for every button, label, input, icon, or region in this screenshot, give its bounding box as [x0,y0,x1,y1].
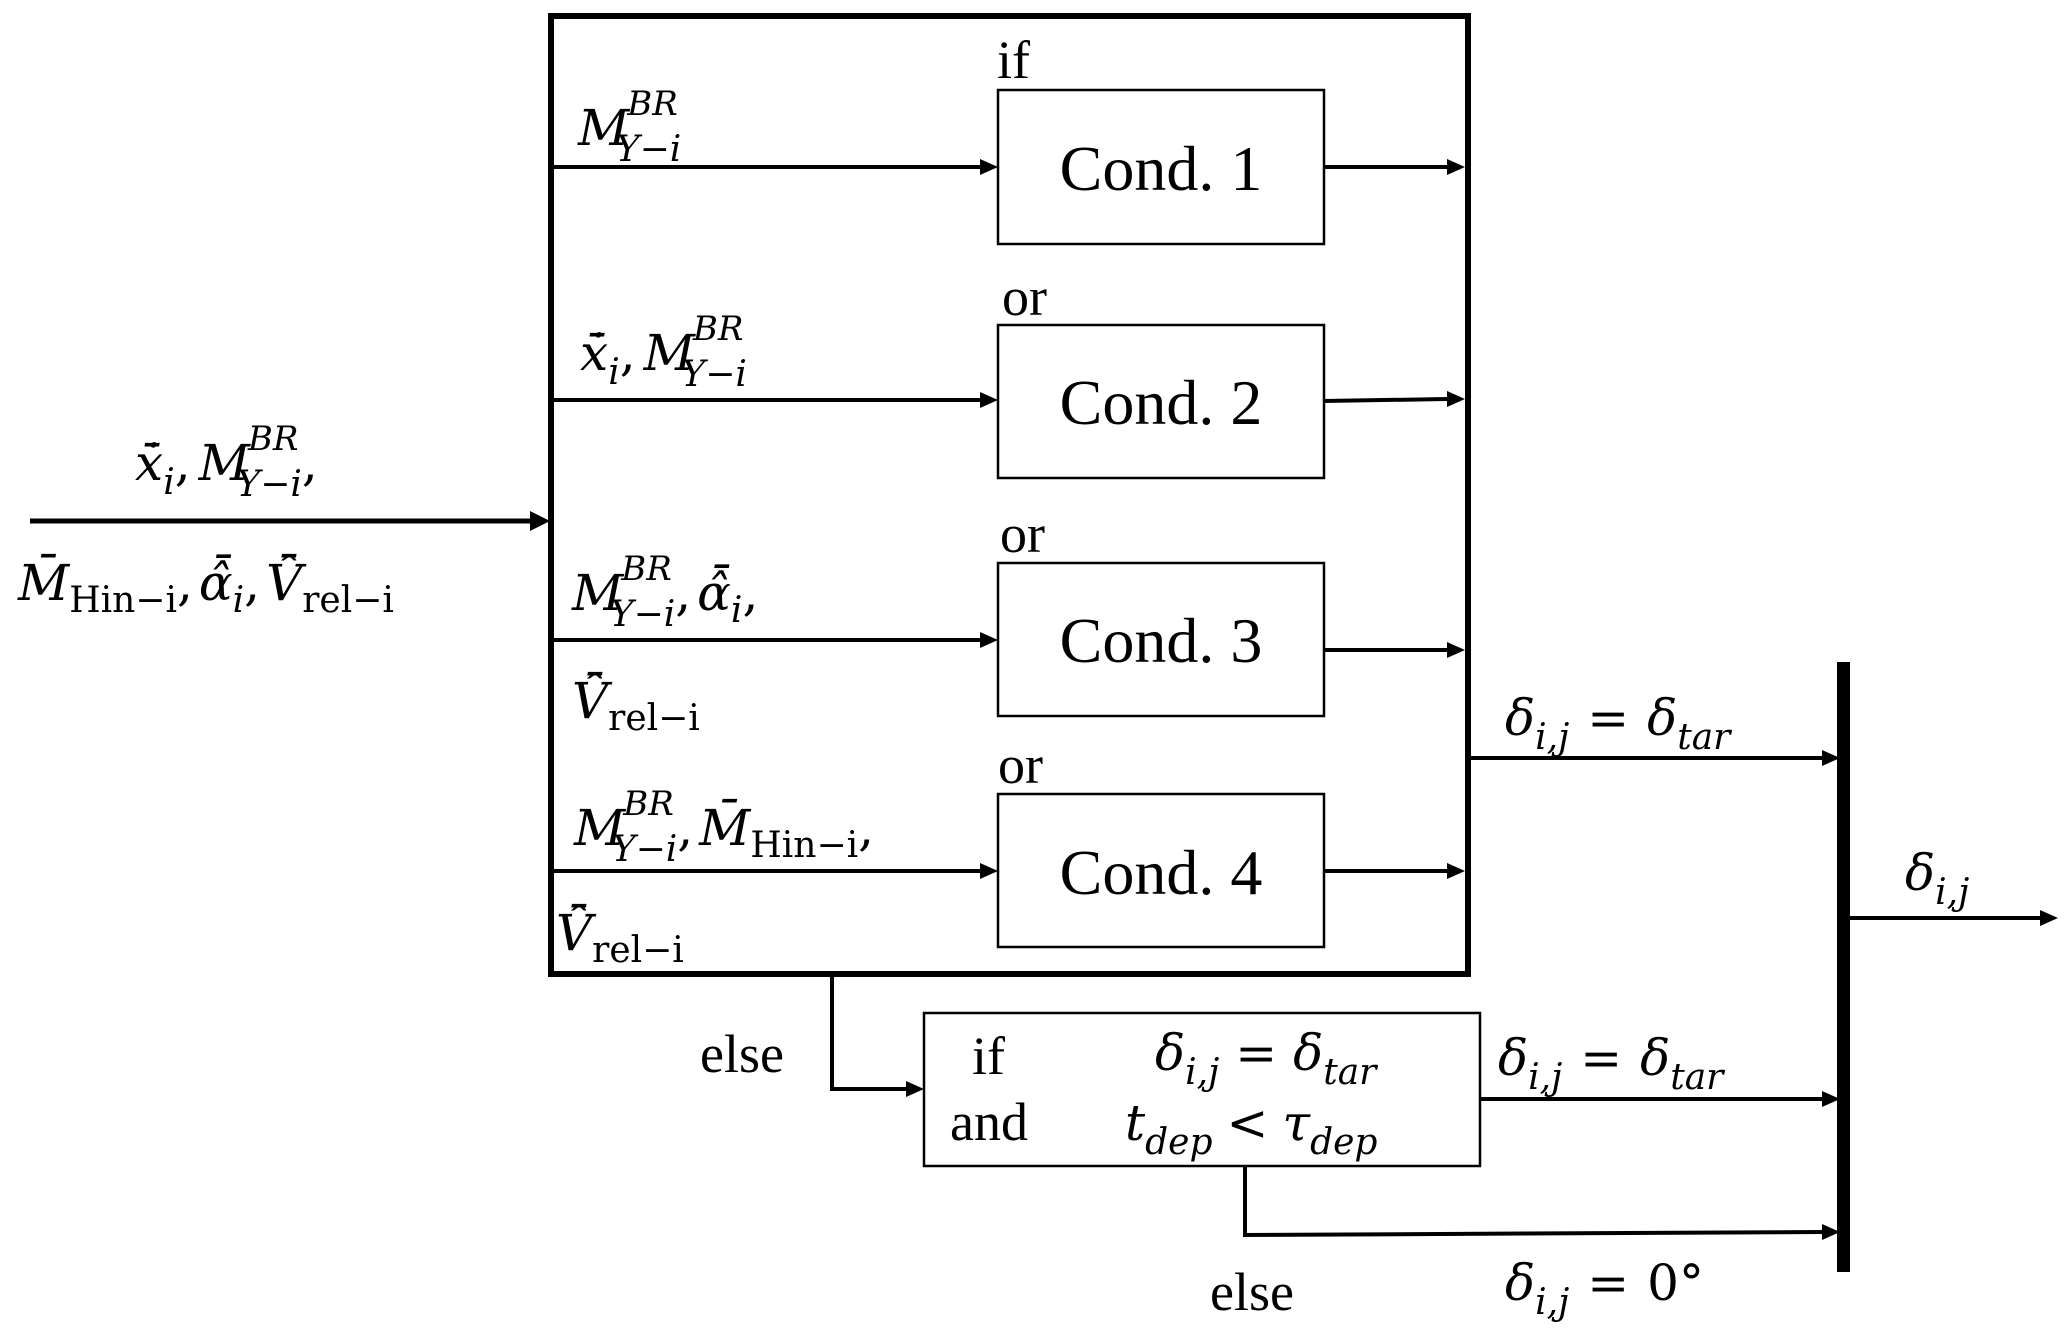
else-label-1: else [700,1024,784,1084]
else-branch-1: else [700,974,924,1097]
arrowhead [980,392,998,408]
fallback-cond-line1: δi,j=δtar [1155,1024,1378,1093]
arrowhead [906,1081,924,1097]
fallback-else-arrow: else δi,j=0° [1210,1166,1840,1323]
condition-1-label: Cond. 1 [1060,133,1263,204]
main-output-label: δi,j=δtar [1505,689,1732,758]
condition-4-label: Cond. 4 [1060,837,1263,908]
fallback-and: and [950,1092,1028,1152]
arrowhead [2040,910,2058,926]
fallback-condition-box[interactable] [922,1011,1482,1168]
arrowhead [1822,750,1840,766]
arrowhead [1447,159,1465,175]
condition-2-label: Cond. 2 [1060,367,1263,438]
main-output-arrow: δi,j=δtar [1468,689,1840,766]
condition-1-box[interactable] [996,88,1326,246]
svg-text:M̄Hin−i,α̂̄i,V̂̄rel−i: M̄Hin−i,α̂̄i,V̂̄rel−i [17,553,394,621]
merge-bar [1837,662,1850,1272]
fallback-false-label: δi,j=0° [1505,1254,1704,1323]
condition-3-inputs-line2: V̂̄rel−i [572,671,700,739]
arrowhead [1447,391,1465,407]
keyword-or: or [1002,267,1047,327]
arrowhead [980,863,998,879]
fallback-cond-line2: tdep<τdep [1125,1094,1377,1163]
condition-4-inputs-line2: V̂̄rel−i [556,903,684,971]
arrowhead [1822,1091,1840,1107]
arrowhead [1822,1224,1840,1240]
keyword-if: if [997,30,1030,90]
final-output-label: δi,j [1905,844,1969,913]
fallback-true-arrow: δi,j=δtar [1480,1029,1840,1107]
arrowhead [1447,863,1465,879]
input-arrow [30,511,550,531]
condition-4-box[interactable] [996,792,1326,949]
condition-3-box[interactable] [996,561,1326,718]
condition-2-box[interactable] [996,323,1326,480]
arrowhead [1447,642,1465,658]
fallback-if: if [972,1026,1005,1086]
arrowhead [980,632,998,648]
input-label-line2: M̄Hin−i,α̂̄i,V̂̄rel−i [17,553,394,621]
arrowhead [980,159,998,175]
else-label-2: else [1210,1262,1294,1322]
condition-3-label: Cond. 3 [1060,605,1263,676]
final-output-arrow: δi,j [1850,844,2058,926]
fallback-true-label: δi,j=δtar [1498,1029,1725,1098]
fallback-box: if and δi,j=δtar tdep<τdep [922,1011,1482,1168]
keyword-or: or [1000,504,1045,564]
condition-group-box [548,13,1471,977]
keyword-or: or [998,735,1043,795]
input-arrowhead [530,511,550,531]
